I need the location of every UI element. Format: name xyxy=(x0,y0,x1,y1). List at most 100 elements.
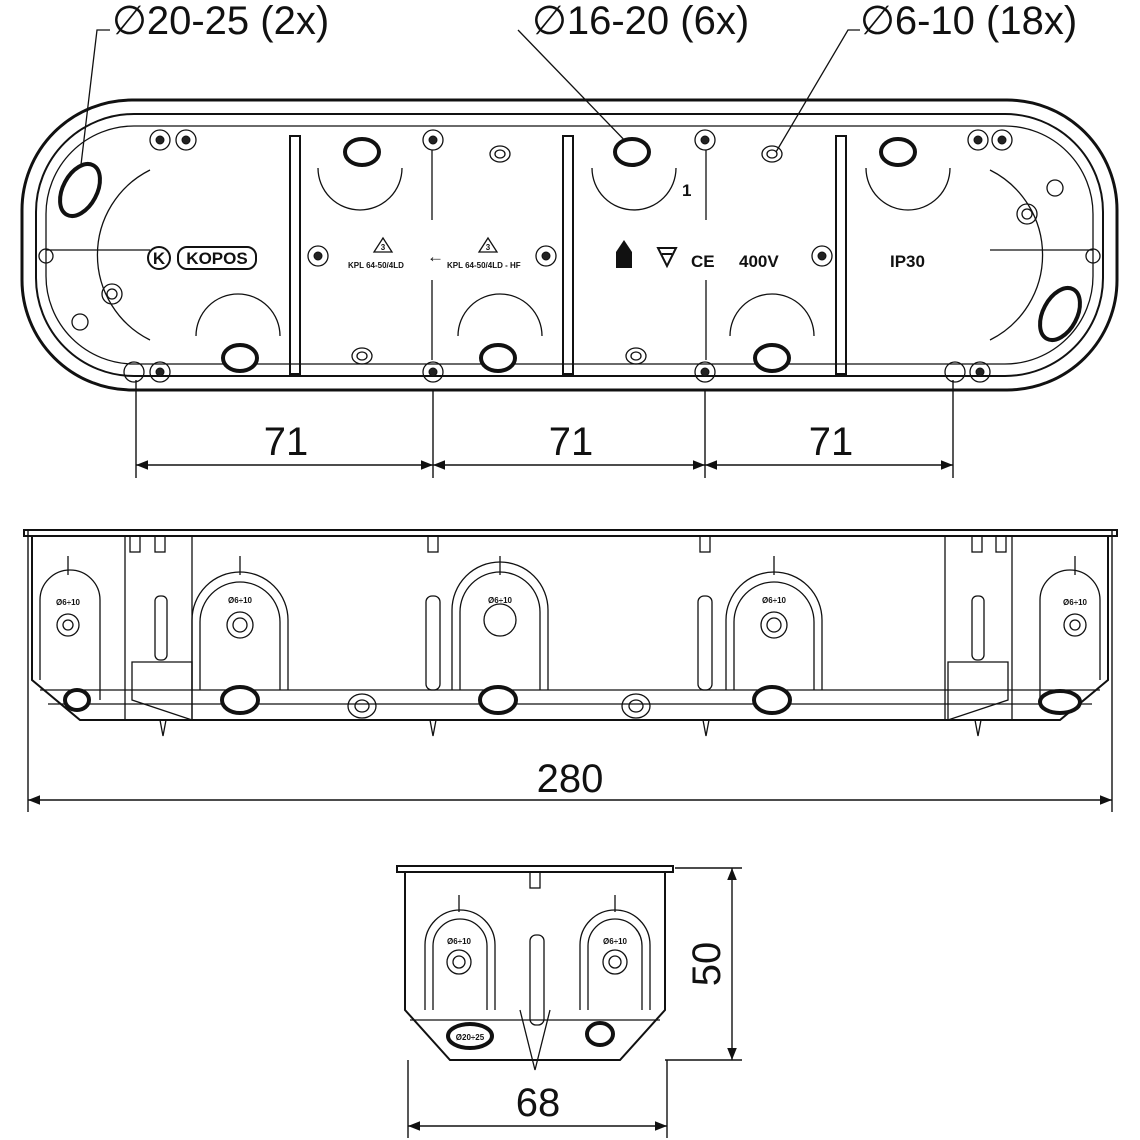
screw-boss xyxy=(307,245,329,267)
small-hole-center xyxy=(1021,208,1033,220)
partition-walls xyxy=(289,135,847,375)
hole-label: Ø6÷10 xyxy=(603,937,628,946)
knockout-arc xyxy=(195,293,281,337)
dimension-50: 50 xyxy=(685,942,729,987)
screw-boss xyxy=(1085,248,1101,264)
screw-boss xyxy=(811,245,833,267)
large-hole xyxy=(58,162,102,218)
dimension-280: 280 xyxy=(537,757,604,801)
screw-boss xyxy=(123,361,145,383)
model-label-right: KPL 64-50/4LD - HF xyxy=(447,261,521,270)
top-view-outer-rim xyxy=(20,98,1119,392)
small-hole xyxy=(71,313,89,331)
top-view-inner-rim xyxy=(35,113,1104,377)
small-hole xyxy=(351,347,373,365)
side-knockouts: Ø6÷10 Ø6÷10 Ø20÷25 xyxy=(424,895,651,1071)
flame-icon xyxy=(616,240,632,268)
side-view: Ø6÷10 Ø6÷10 Ø20÷25 68 50 xyxy=(396,865,742,1138)
small-hole xyxy=(625,347,647,365)
front-bottom-holes xyxy=(63,685,1082,719)
hole-label: Ø6÷10 xyxy=(447,937,472,946)
callout-small-holes: ∅6-10 (18x) xyxy=(860,0,1077,43)
knockout-arc xyxy=(591,167,677,211)
partition-wall xyxy=(562,135,574,375)
medium-hole xyxy=(221,343,259,373)
cable-clamp xyxy=(131,661,193,721)
screw-boss xyxy=(149,129,171,151)
hole-label: Ø6÷10 xyxy=(1063,598,1088,607)
left-end-arc xyxy=(96,169,151,341)
leader-small-holes xyxy=(775,29,860,153)
front-view-dimension: 280 xyxy=(27,530,1113,812)
product-markings: K KOPOS 3 KPL 64-50/4LD ← 3 KPL 64-50/4L… xyxy=(147,181,925,271)
hole-label: Ø6÷10 xyxy=(56,598,81,607)
side-view-flange xyxy=(396,865,674,873)
screw-boss xyxy=(175,129,197,151)
large-entry-holes xyxy=(58,162,1082,342)
large-hole xyxy=(1038,286,1082,342)
small-hole-center xyxy=(356,351,368,361)
arrow-mark: ← xyxy=(427,247,444,266)
small-hole-center xyxy=(494,149,506,159)
recycle-icon xyxy=(477,236,499,253)
small-hole xyxy=(1016,203,1038,225)
ip-rating-label: IP30 xyxy=(890,252,925,271)
top-view: K KOPOS 3 KPL 64-50/4LD ← 3 KPL 64-50/4L… xyxy=(20,98,1119,478)
right-end-arc xyxy=(989,169,1044,341)
front-view: Ø6÷10 Ø6÷10 Ø6÷10 Ø6÷10 Ø6÷10 xyxy=(23,529,1118,812)
recycle-code-left: 3 xyxy=(381,243,386,252)
small-entry-holes xyxy=(71,145,1064,365)
leader-medium-holes xyxy=(517,29,633,149)
knockout-arcs xyxy=(195,167,951,337)
small-hole-center xyxy=(766,149,778,159)
front-view-body xyxy=(31,536,1109,721)
medium-hole xyxy=(753,343,791,373)
dimension-71-middle: 71 xyxy=(549,420,594,464)
brand-mark: K xyxy=(153,249,166,268)
top-view-cavity xyxy=(45,125,1094,365)
brand-mark-circle xyxy=(147,246,171,270)
medium-entry-holes xyxy=(221,137,917,373)
small-hole xyxy=(1046,179,1064,197)
recycle-code-right: 3 xyxy=(486,243,491,252)
partition-wall xyxy=(289,135,301,375)
dimension-71-left: 71 xyxy=(264,420,309,464)
screw-boss xyxy=(991,129,1013,151)
hole-label: Ø6÷10 xyxy=(762,596,787,605)
side-view-body xyxy=(404,872,666,1061)
brand-logo-frame xyxy=(177,246,257,270)
screw-boss xyxy=(944,361,966,383)
large-hole-label: Ø20÷25 xyxy=(456,1033,485,1042)
medium-hole xyxy=(879,137,917,167)
cable-clamp xyxy=(947,661,1009,721)
small-hole xyxy=(761,145,783,163)
top-view-dimensions: 71 71 71 xyxy=(135,380,954,478)
screw-boss xyxy=(694,361,716,383)
recycle-icon xyxy=(372,236,394,253)
medium-hole xyxy=(613,137,651,167)
hole-callouts: ∅20-25 (2x) ∅16-20 (6x) ∅6-10 (18x) xyxy=(77,0,1077,191)
small-hole xyxy=(489,145,511,163)
knockout-arc xyxy=(317,167,403,211)
screw-boss xyxy=(535,245,557,267)
furniture-icon xyxy=(656,247,678,269)
partition-wall xyxy=(835,135,847,375)
screw-boss xyxy=(422,129,444,151)
small-hole-center xyxy=(106,288,118,300)
hole-label: Ø6÷10 xyxy=(488,596,513,605)
small-hole-center xyxy=(630,351,642,361)
dimension-71-right: 71 xyxy=(809,420,854,464)
knockout-arc xyxy=(457,293,543,337)
callout-medium-holes: ∅16-20 (6x) xyxy=(532,0,749,43)
model-label-left: KPL 64-50/4LD xyxy=(348,261,404,270)
screw-boss xyxy=(149,361,171,383)
medium-hole xyxy=(343,137,381,167)
front-slots xyxy=(129,535,1007,691)
voltage-label: 400V xyxy=(739,252,779,271)
front-view-flange xyxy=(23,529,1118,537)
screw-boss xyxy=(969,361,991,383)
front-knockouts: Ø6÷10 Ø6÷10 Ø6÷10 Ø6÷10 Ø6÷10 xyxy=(39,556,1101,700)
digit-mark: 1 xyxy=(682,181,691,200)
small-hole xyxy=(101,283,123,305)
